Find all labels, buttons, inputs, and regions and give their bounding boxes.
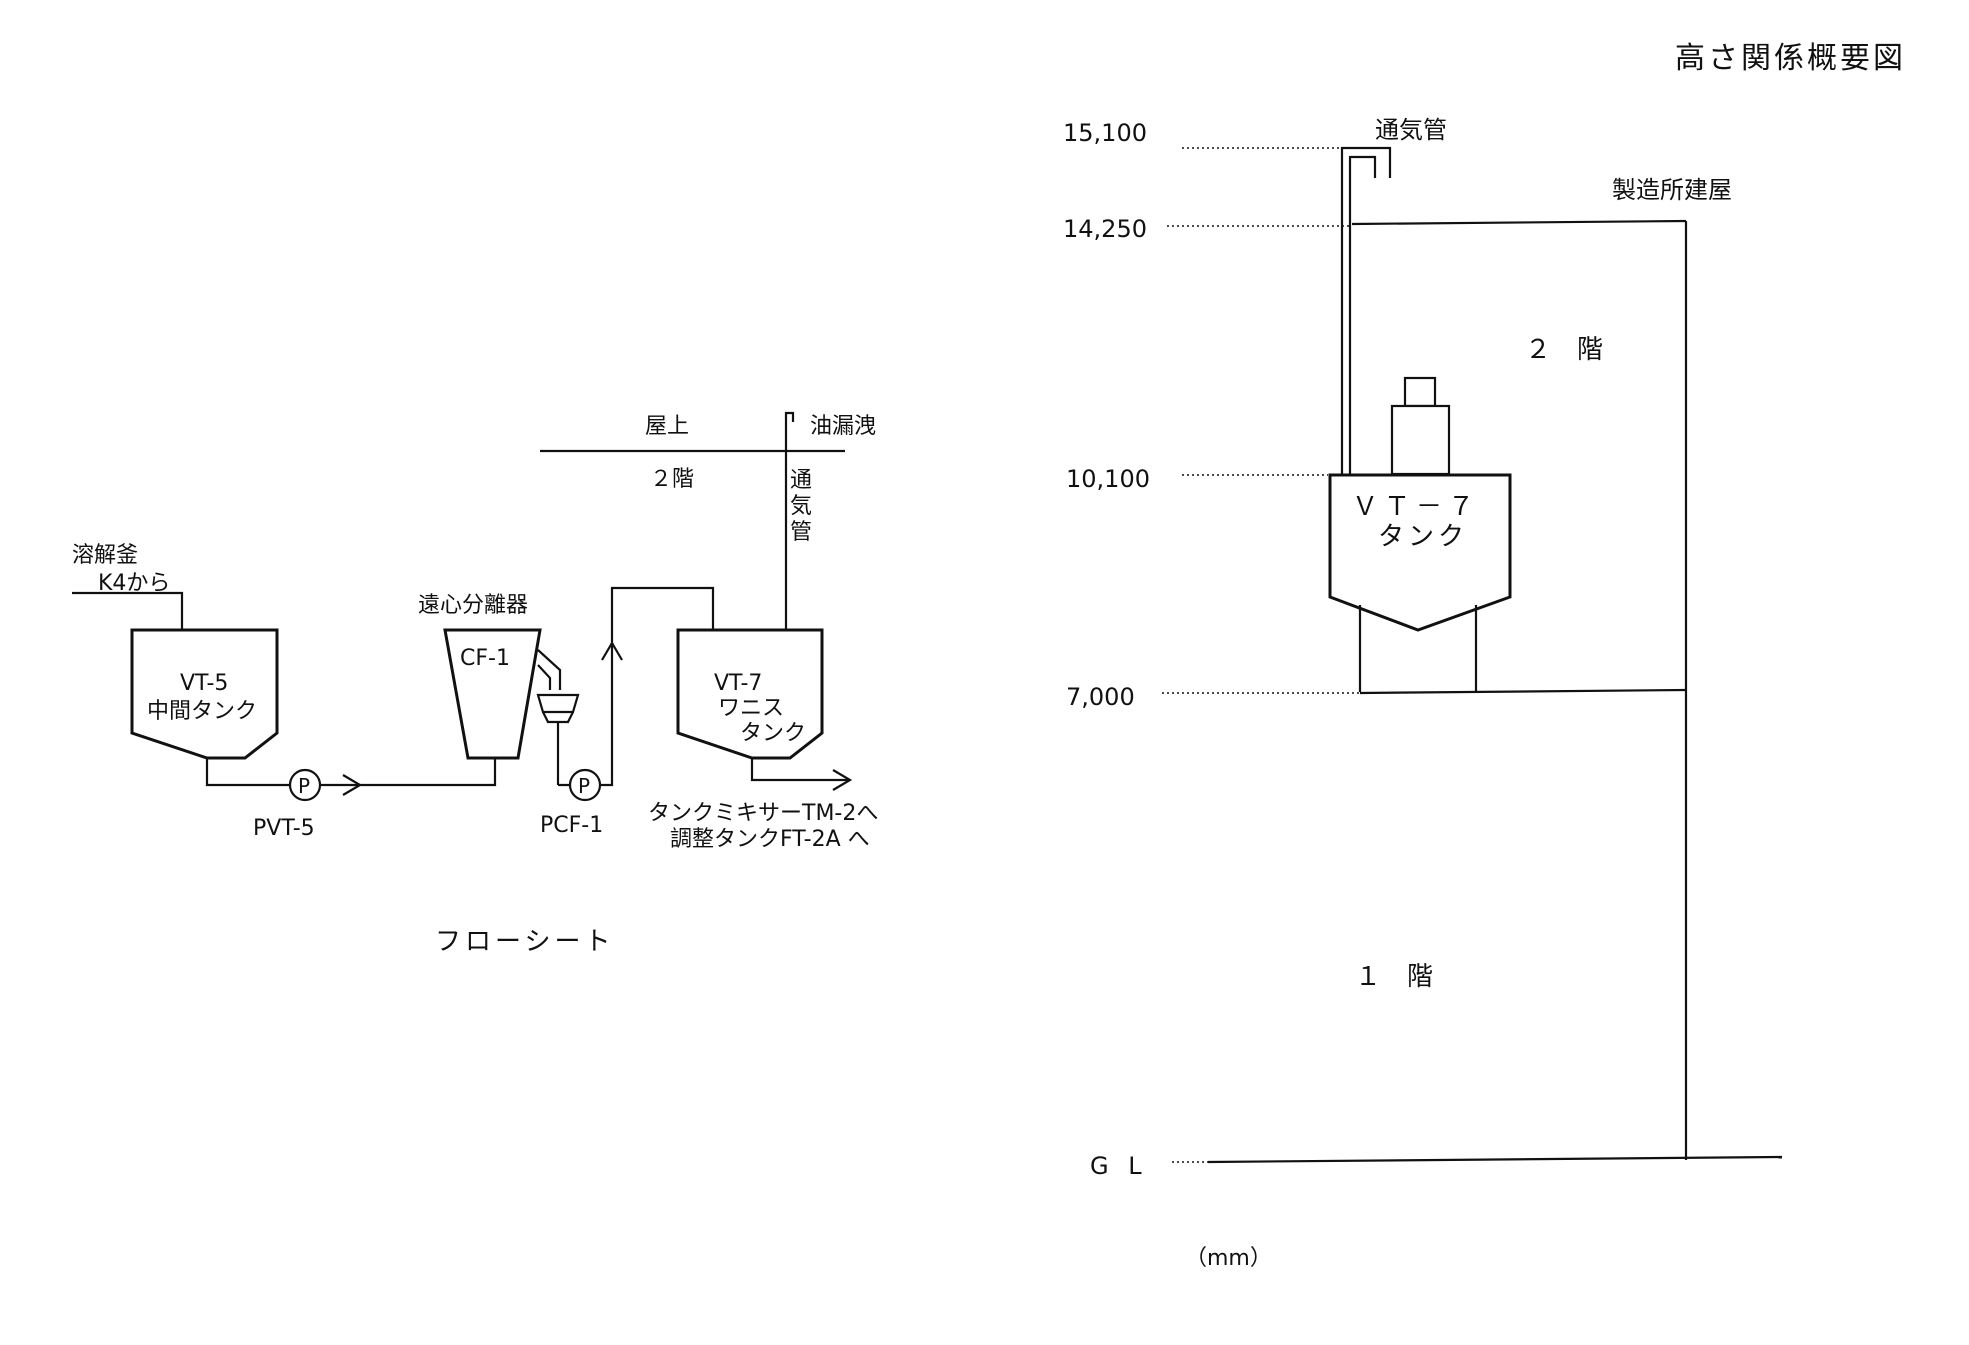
arrow-3 [832,769,853,791]
tank-vt7-label-id: ＶＴ－７ [1352,492,1480,522]
destination-1: タンクミキサーTM-2へ [648,801,878,826]
flow-caption: フローシート [435,927,614,957]
page-title: 高さ関係概要図 [1675,41,1906,76]
tank-vt7-name-1: ワニス [718,696,784,721]
building-label: 製造所建屋 [1612,176,1732,204]
source-pipe [72,591,184,630]
unit-label: （mm） [1185,1246,1272,1271]
source-label-1: 溶解釜 [72,543,138,568]
flow-sheet: 屋上 ２階 油漏洩 通 気 管 溶解釜 K4から VT-5 中間タンク P PV… [72,411,878,957]
centrifuge-cf1 [443,628,542,760]
pump-pcf1-letter: P [578,774,590,798]
level-14250: 14,250 [1063,215,1147,243]
tank-vt7-label-name: タンク [1378,522,1468,552]
centrifuge-id: CF-1 [460,646,510,671]
pump-pvt5-symbol [288,768,322,802]
pump-pcf1-label: PCF-1 [540,813,603,838]
tank-vt7-id: VT-7 [714,671,762,696]
vent-pipe-outer [1340,146,1392,475]
tank-vt5-id: VT-5 [180,671,228,696]
height-diagram: 15,100 14,250 10,100 7,000 G L 通気管 製造所建屋… [1063,116,1783,1271]
building-roof [1351,219,1687,226]
pipe-vt7-out [750,758,850,782]
floor2-label-right: ２ 階 [1525,335,1603,365]
separator-bowl [542,711,574,724]
separator-cup [536,693,580,714]
agitator-motor-top [1403,376,1437,408]
tank-vt5-name: 中間タンク [147,699,257,724]
arrow-1 [342,774,363,796]
ground-line [1207,1155,1783,1164]
level-gl: G L [1090,1152,1148,1180]
oil-leak-label: 油漏洩 [810,414,876,439]
pump-pvt5-letter: P [298,774,310,798]
tank-vt5 [130,628,279,760]
rooftop-label: 屋上 [645,414,689,439]
agitator-motor [1390,404,1451,476]
destination-2: 調整タンクFT-2A へ [670,827,870,852]
centrifuge-side-pipe-2 [537,664,552,690]
pump-pcf1-symbol [568,768,602,802]
level-15100: 15,100 [1063,119,1147,147]
arrow-2 [601,640,623,661]
floor1-label-right: １ 階 [1355,962,1433,992]
pump-pvt5-label: PVT-5 [253,816,315,841]
vent-label-3: 管 [790,520,812,545]
source-label-2: K4から [98,571,170,596]
tank-vt7-name-2: タンク [740,721,806,746]
floor-7000 [1359,688,1687,695]
centrifuge-title: 遠心分離器 [418,593,528,618]
vent-label-1: 通 [790,468,812,493]
vent-pipe-label: 通気管 [1375,116,1447,144]
tank-vt7-body [1328,473,1512,632]
level-10100: 10,100 [1066,465,1150,493]
centrifuge-side-pipe [537,649,562,690]
vent-pipe [784,411,795,630]
pipe-vt5-to-cf1 [205,758,497,787]
level-7000: 7,000 [1066,683,1135,711]
pipe-cf1-to-vt7 [558,586,715,787]
vent-label-2: 気 [790,494,812,519]
floor2-label: ２階 [650,467,694,492]
tank-vt7 [676,628,824,760]
vent-pipe-inner [1348,155,1377,475]
